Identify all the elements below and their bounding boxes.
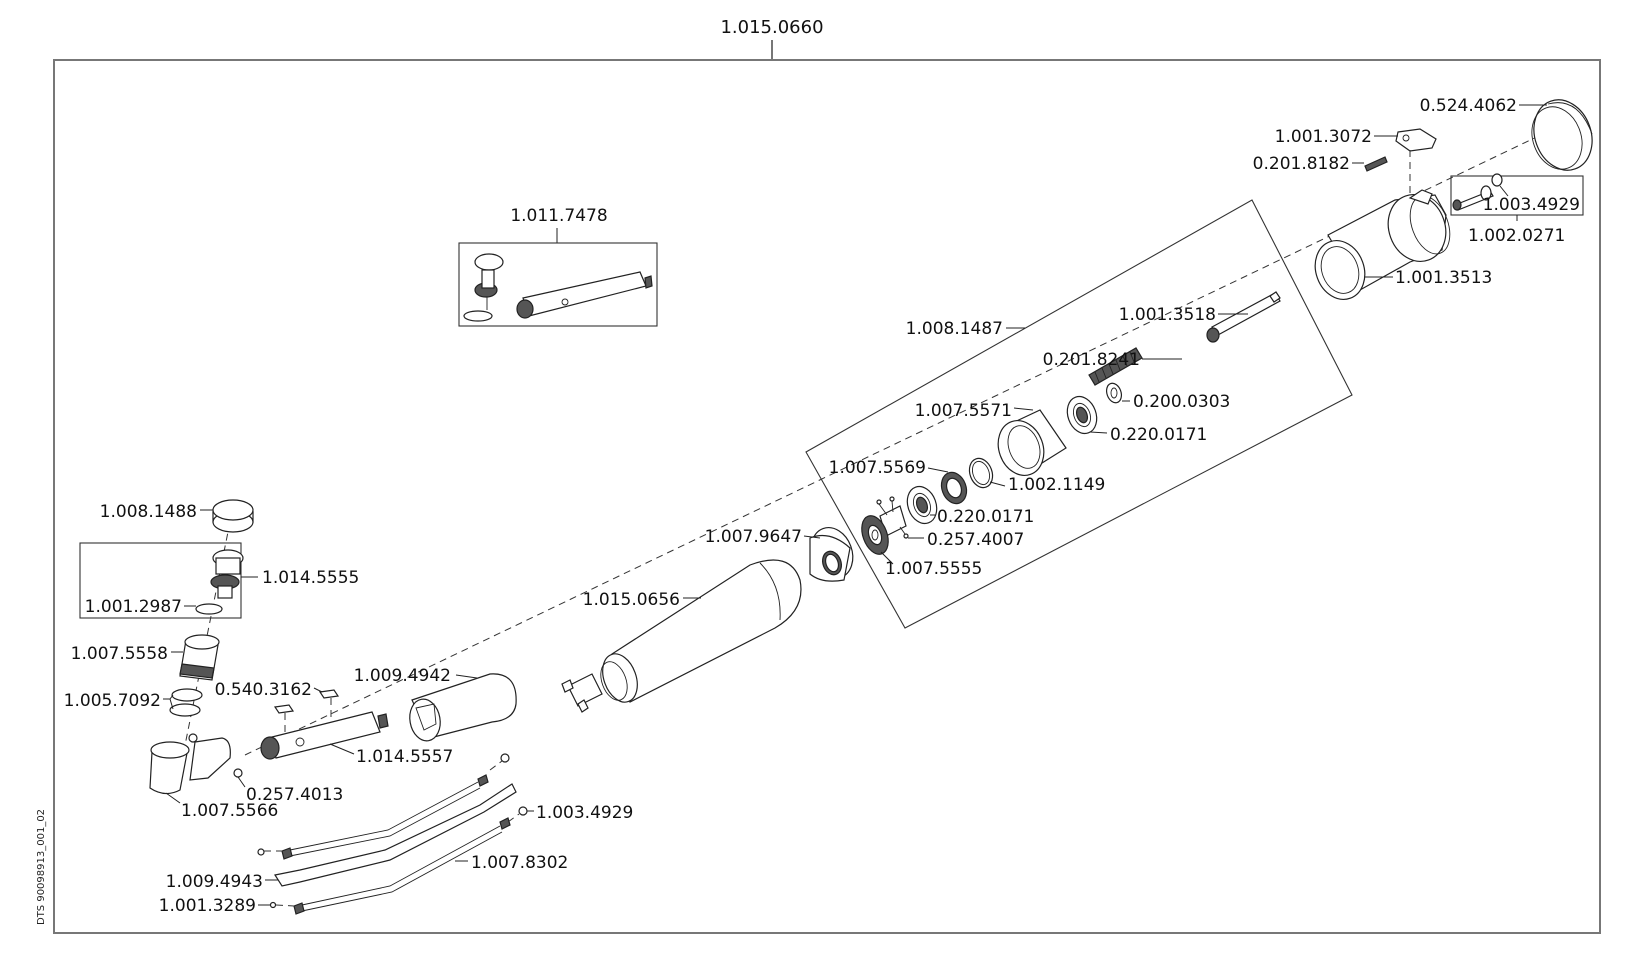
part-0-200-0303[interactable] (1104, 381, 1124, 405)
part-1-007-8302[interactable] (293, 817, 511, 915)
label-1-008-1487[interactable]: 1.008.1487 (906, 319, 1003, 339)
part-0-201-8241[interactable] (1088, 347, 1143, 386)
assembly-frame (53, 59, 1601, 934)
label-1-008-1488[interactable]: 1.008.1488 (100, 502, 197, 522)
group-box-1-014-5555 (79, 542, 242, 619)
label-0-257-4007[interactable]: 0.257.4007 (927, 530, 1024, 550)
part-0-540-3162[interactable] (273, 689, 340, 736)
document-id: DTS 90098913_001_02 (36, 809, 47, 925)
label-0-200-0303[interactable]: 0.200.0303 (1133, 392, 1230, 412)
label-1-001-3513[interactable]: 1.001.3513 (1395, 268, 1492, 288)
label-1-003-4929-top[interactable]: 1.003.4929 (1483, 195, 1580, 215)
label-1-007-8302[interactable]: 1.007.8302 (471, 853, 568, 873)
part-1-001-3513[interactable] (1307, 186, 1457, 306)
part-tube-upper[interactable] (257, 753, 510, 860)
label-1-007-5558[interactable]: 1.007.5558 (71, 644, 168, 664)
group-box-1-011-7478 (458, 242, 658, 327)
label-1-002-1149[interactable]: 1.002.1149 (1008, 475, 1105, 495)
part-1-014-5555[interactable] (210, 549, 244, 599)
group-box-1-008-1487 (805, 199, 1353, 629)
label-1-007-5566[interactable]: 1.007.5566 (181, 801, 278, 821)
part-1-007-5555[interactable] (857, 505, 907, 558)
label-1-003-4929-bottom[interactable]: 1.003.4929 (536, 803, 633, 823)
label-1-002-0271[interactable]: 1.002.0271 (1468, 226, 1565, 246)
part-1-001-3518[interactable] (1206, 291, 1281, 343)
part-1-002-1149[interactable] (966, 455, 997, 491)
part-1-007-5558[interactable] (179, 634, 220, 681)
label-1-001-3518[interactable]: 1.001.3518 (1119, 305, 1216, 325)
part-1-007-5566[interactable] (149, 733, 231, 795)
label-1-009-4943[interactable]: 1.009.4943 (166, 872, 263, 892)
label-0-220-0171-a[interactable]: 0.220.0171 (1110, 425, 1207, 445)
part-1-001-3289[interactable] (269, 901, 277, 909)
part-1-009-4943[interactable] (274, 783, 517, 887)
label-1-007-9647[interactable]: 1.007.9647 (705, 527, 802, 547)
part-1-007-5569[interactable] (937, 469, 970, 507)
part-1-003-4929-bottom[interactable] (518, 806, 528, 816)
part-1-015-0656[interactable] (561, 559, 802, 713)
part-1-005-7092[interactable] (169, 688, 203, 717)
label-1-001-3072[interactable]: 1.001.3072 (1275, 127, 1372, 147)
part-1-011-7478-drive[interactable] (463, 253, 504, 322)
part-1-007-9647[interactable] (804, 522, 859, 585)
label-1-014-5557[interactable]: 1.014.5557 (356, 747, 453, 767)
label-1-015-0656[interactable]: 1.015.0656 (583, 590, 680, 610)
part-1-001-2987[interactable] (195, 603, 223, 615)
label-1-014-5555[interactable]: 1.014.5555 (262, 568, 359, 588)
part-1-001-3072[interactable] (1395, 128, 1437, 152)
label-1-007-5571[interactable]: 1.007.5571 (915, 401, 1012, 421)
label-0-201-8241[interactable]: 0.201.8241 (1043, 350, 1140, 370)
part-1-007-5571[interactable] (991, 409, 1067, 482)
part-1-011-7478-shaft[interactable] (516, 271, 653, 319)
part-0-220-0171-b[interactable] (902, 482, 941, 527)
label-1-007-5569[interactable]: 1.007.5569 (829, 458, 926, 478)
part-1-009-4942[interactable] (407, 673, 517, 743)
part-bolt-assembly[interactable] (1452, 173, 1503, 211)
part-0-257-4013[interactable] (233, 768, 243, 778)
part-0-524-4062[interactable] (1524, 92, 1602, 179)
label-0-201-8182[interactable]: 0.201.8182 (1253, 154, 1350, 174)
part-0-220-0171-a[interactable] (1062, 392, 1101, 437)
part-1-008-1488[interactable] (212, 499, 254, 533)
label-1-001-3289[interactable]: 1.001.3289 (159, 896, 256, 916)
part-1-014-5557[interactable] (260, 711, 389, 760)
label-1-005-7092[interactable]: 1.005.7092 (64, 691, 161, 711)
part-0-201-8182[interactable] (1364, 156, 1388, 172)
part-0-257-4007[interactable] (876, 496, 909, 539)
label-1-009-4942[interactable]: 1.009.4942 (354, 666, 451, 686)
label-1-007-5555[interactable]: 1.007.5555 (885, 559, 982, 579)
label-0-220-0171-b[interactable]: 0.220.0171 (937, 507, 1034, 527)
label-1-011-7478[interactable]: 1.011.7478 (510, 206, 607, 226)
assembly-number: 1.015.0660 (720, 17, 823, 38)
label-0-524-4062[interactable]: 0.524.4062 (1420, 96, 1517, 116)
label-0-540-3162[interactable]: 0.540.3162 (215, 680, 312, 700)
label-1-001-2987[interactable]: 1.001.2987 (85, 597, 182, 617)
label-0-257-4013[interactable]: 0.257.4013 (246, 785, 343, 805)
